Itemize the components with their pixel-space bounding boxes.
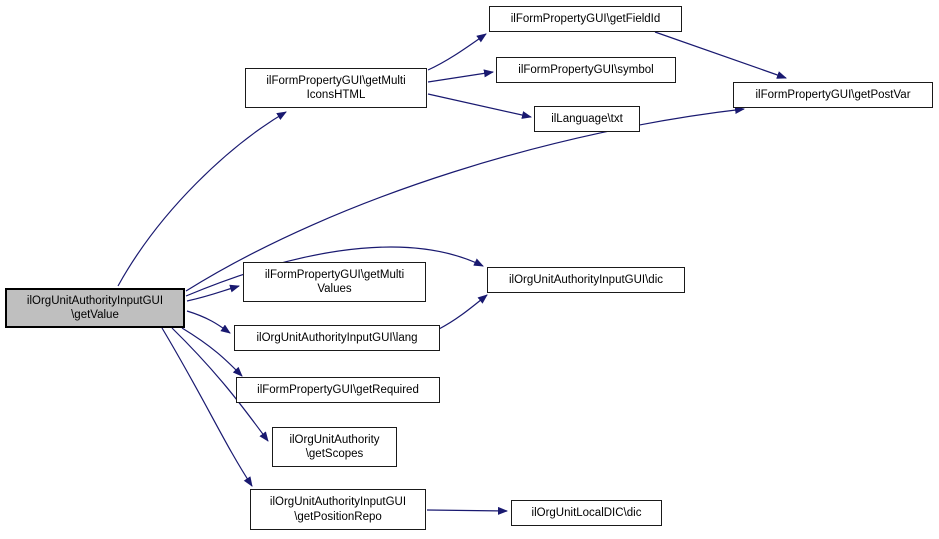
node-dic[interactable]: ilOrgUnitAuthorityInputGUI\dic bbox=[487, 267, 685, 293]
node-getvalue[interactable]: ilOrgUnitAuthorityInputGUI \getValue bbox=[5, 288, 185, 328]
edge-getMultiIconsHTML-to-txt bbox=[427, 93, 532, 119]
edge-getValue-to-getRequired bbox=[181, 327, 243, 377]
node-getscopes[interactable]: ilOrgUnitAuthority \getScopes bbox=[272, 427, 397, 467]
edge-getPositionRepo-to-localDic bbox=[426, 506, 508, 515]
edge-getMultiIconsHTML-to-symbol bbox=[427, 69, 494, 83]
edge-getMultiIconsHTML-to-getFieldId bbox=[427, 33, 487, 71]
edge-getValue-to-lang bbox=[186, 310, 231, 334]
node-txt[interactable]: ilLanguage\txt bbox=[534, 106, 640, 132]
node-getmultivalues[interactable]: ilFormPropertyGUI\getMulti Values bbox=[243, 262, 426, 302]
node-getrequired[interactable]: ilFormPropertyGUI\getRequired bbox=[236, 377, 440, 403]
node-lang[interactable]: ilOrgUnitAuthorityInputGUI\lang bbox=[234, 325, 440, 351]
node-getpositionrepo[interactable]: ilOrgUnitAuthorityInputGUI \getPositionR… bbox=[250, 489, 426, 530]
edge-getValue-to-getPositionRepo bbox=[161, 327, 253, 487]
edge-getValue-to-getMultiValues bbox=[186, 284, 240, 302]
node-getpostvar[interactable]: ilFormPropertyGUI\getPostVar bbox=[733, 82, 933, 108]
node-getmultiiconshtml[interactable]: ilFormPropertyGUI\getMulti IconsHTML bbox=[245, 68, 427, 108]
edge-lang-to-dic bbox=[438, 294, 488, 330]
edge-getValue-to-getMultiIconsHTML bbox=[117, 111, 287, 287]
node-getfieldid[interactable]: ilFormPropertyGUI\getFieldId bbox=[489, 6, 682, 32]
node-localdic[interactable]: ilOrgUnitLocalDIC\dic bbox=[511, 500, 662, 526]
node-symbol[interactable]: ilFormPropertyGUI\symbol bbox=[496, 57, 676, 83]
